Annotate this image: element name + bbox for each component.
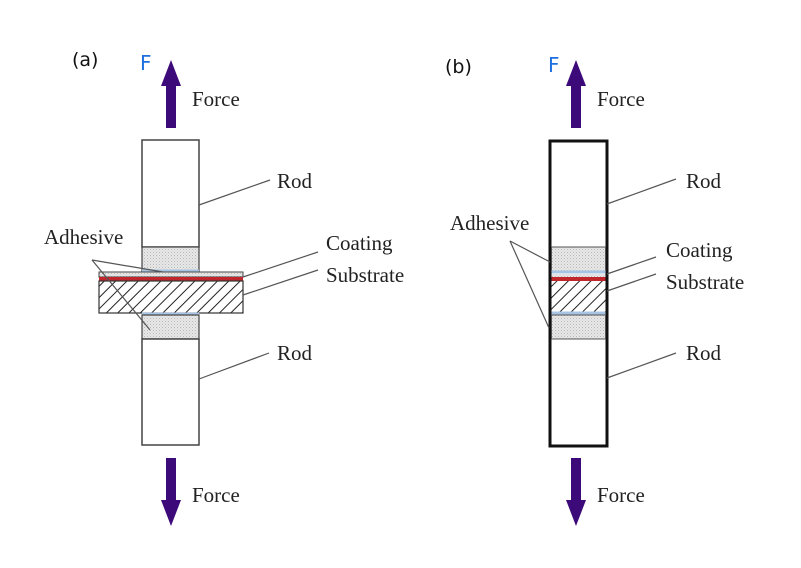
panel-b-rod-bottom-leader — [606, 352, 677, 379]
panel-a-coating-label: Coating — [326, 231, 393, 255]
panel-b-rod-top-leader — [606, 178, 677, 205]
panel-a-rod-bottom-label: Rod — [277, 341, 313, 365]
panel-b-force-up-arrow-icon — [566, 60, 586, 128]
panel-a-adhesive-leader-bottom — [91, 259, 151, 331]
panel-a-top-rod — [141, 139, 200, 248]
panel-a-bottom-adhesive — [141, 314, 200, 340]
panel-b-top-force-label: Force — [597, 87, 645, 111]
panel-a-substrate — [98, 280, 244, 314]
panel-b-adhesive-leader-top — [509, 240, 551, 263]
panel-b-adhesive-label: Adhesive — [450, 211, 529, 235]
panel-a-force-up-arrow-icon — [161, 60, 181, 128]
panel-b-substrate — [551, 281, 606, 312]
panel-b: (b) F Force Rod Rod Adhesive Coating Sub… — [445, 53, 744, 526]
panel-b-coating-leader — [606, 256, 657, 275]
panel-a-top-force-label: Force — [192, 87, 240, 111]
panel-a: (a) F Force Rod Rod Adhesive Coati — [44, 49, 404, 526]
panel-b-top-adhesive — [551, 246, 606, 272]
panel-b-adhesive-leader-bottom — [509, 240, 550, 329]
panel-a-bottom-rod — [141, 338, 200, 446]
panel-a-f-symbol: F — [140, 51, 152, 75]
panel-a-adhesive-label: Adhesive — [44, 225, 123, 249]
panel-a-coating — [99, 277, 243, 281]
panel-b-force-down-arrow-icon — [566, 458, 586, 526]
panel-b-substrate-label: Substrate — [666, 270, 744, 294]
panel-a-coating-leader — [242, 251, 319, 278]
panel-a-rod-top-leader — [198, 179, 271, 206]
panel-a-adhesive-leader-top — [91, 259, 164, 273]
panel-a-label: (a) — [72, 49, 98, 71]
panel-b-bottom-adhesive — [551, 314, 606, 340]
panel-a-coating-top-layer — [98, 271, 244, 278]
panel-b-substrate-leader — [606, 273, 657, 292]
panel-b-rod-top-label: Rod — [686, 169, 722, 193]
panel-a-rod-top-label: Rod — [277, 169, 313, 193]
panel-a-bottom-force-label: Force — [192, 483, 240, 507]
panel-a-substrate-leader — [242, 269, 319, 296]
panel-a-substrate-label: Substrate — [326, 263, 404, 287]
panel-a-rod-bottom-leader — [198, 352, 270, 380]
panel-a-force-down-arrow-icon — [161, 458, 181, 526]
panel-b-coating-top-layer — [551, 274, 606, 277]
panel-b-coating-label: Coating — [666, 238, 733, 262]
panel-b-f-symbol: F — [548, 53, 560, 77]
panel-a-top-adhesive — [141, 246, 200, 272]
panel-b-rod-bottom-label: Rod — [686, 341, 722, 365]
panel-b-label: (b) — [445, 56, 472, 78]
panel-b-bottom-force-label: Force — [597, 483, 645, 507]
panel-b-coating — [551, 277, 606, 281]
